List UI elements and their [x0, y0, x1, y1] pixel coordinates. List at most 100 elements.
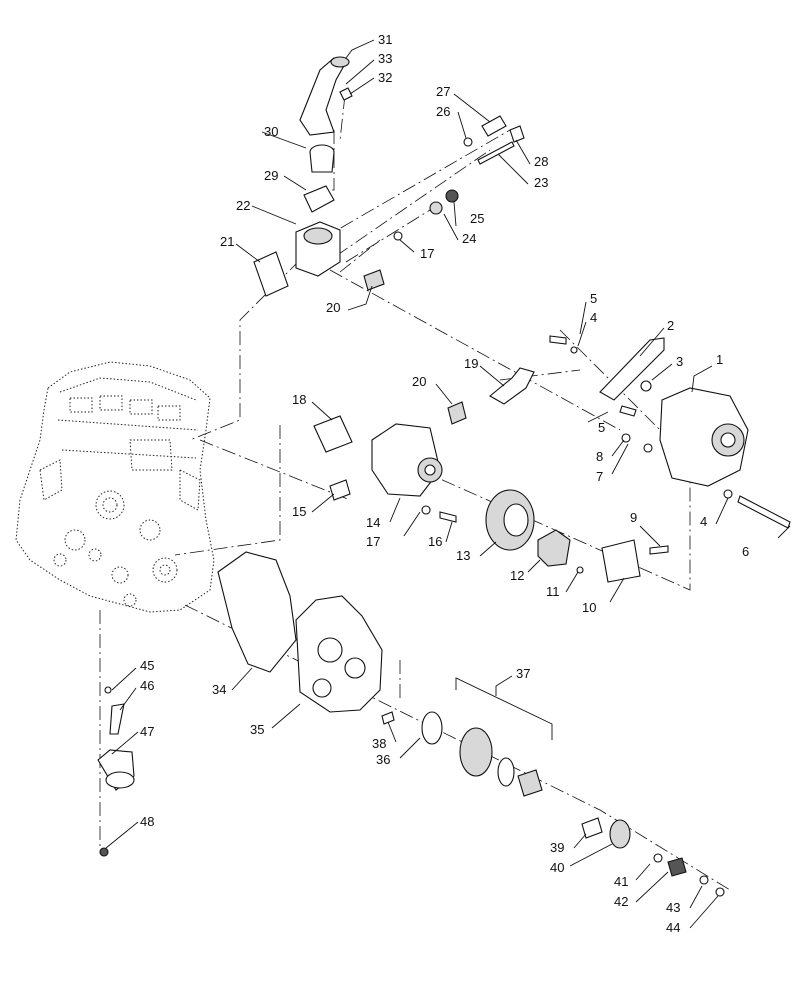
callout-39: 39 [550, 840, 564, 855]
nut-25 [445, 189, 459, 203]
callout-19: 19 [464, 356, 478, 371]
plug-33 [339, 87, 353, 101]
callout-22: 22 [236, 198, 250, 213]
fitting-20-top [363, 269, 385, 291]
bolt-6 [737, 495, 791, 529]
callout-36: 36 [376, 752, 390, 767]
callout-17: 17 [366, 534, 380, 549]
callout-27: 27 [436, 84, 450, 99]
gasket-21 [253, 251, 289, 297]
callout-20-mid: 20 [412, 374, 426, 389]
gasket-18 [313, 415, 353, 453]
callout-10: 10 [582, 600, 596, 615]
callout-16: 16 [428, 534, 442, 549]
clip-44 [715, 887, 725, 897]
callout-45: 45 [140, 658, 154, 673]
screw-11 [576, 566, 584, 574]
callout-33: 33 [378, 51, 392, 66]
washer-41 [653, 853, 663, 863]
water-pump-parts [313, 367, 669, 583]
bolt-5-top [549, 335, 567, 345]
disc-40 [609, 819, 631, 849]
callout-24: 24 [462, 231, 476, 246]
callout-46: 46 [140, 678, 154, 693]
callout-34: 34 [212, 682, 226, 697]
fitting-20-mid [447, 401, 467, 425]
gasket-29 [303, 185, 335, 213]
nut-7 [643, 443, 653, 453]
callout-30: 30 [264, 124, 278, 139]
callout-17-top: 17 [420, 246, 434, 261]
callout-4-top: 4 [590, 310, 597, 325]
callout-41: 41 [614, 874, 628, 889]
washer-4-top [570, 346, 578, 354]
oil-seal-36 [421, 711, 443, 745]
callout-48: 48 [140, 814, 154, 829]
callout-23: 23 [534, 175, 548, 190]
callout-labels: 1 2 3 4 5 5 8 7 4 6 9 10 11 12 13 14 17 … [140, 32, 749, 935]
callout-13: 13 [456, 548, 470, 563]
oil-level-parts [97, 686, 135, 857]
callout-3: 3 [676, 354, 683, 369]
thermostat-parts [253, 56, 525, 297]
callout-44: 44 [666, 920, 680, 935]
callout-12: 12 [510, 568, 524, 583]
alternator-1 [659, 387, 749, 487]
callout-7: 7 [596, 469, 603, 484]
washer-24 [429, 201, 443, 215]
callout-29: 29 [264, 168, 278, 183]
fan-hub-12 [537, 529, 571, 567]
callout-38: 38 [372, 736, 386, 751]
leader-lines [105, 39, 791, 929]
nipple-15 [329, 479, 351, 501]
plug-48 [99, 847, 109, 857]
alternator-parts [549, 335, 791, 529]
bolt-9 [649, 545, 669, 555]
callout-40: 40 [550, 860, 564, 875]
callout-47: 47 [140, 724, 154, 739]
crank-pulley-37 [459, 727, 493, 777]
callout-26: 26 [436, 104, 450, 119]
callout-14: 14 [366, 515, 380, 530]
washer-3 [640, 380, 652, 392]
hose-19 [489, 367, 535, 405]
callout-37-bracket [455, 677, 553, 740]
assembly-lines [99, 94, 731, 891]
callout-5: 5 [598, 420, 605, 435]
ring-45 [104, 686, 112, 694]
washer-4 [723, 489, 733, 499]
water-outlet-pipe [299, 57, 347, 136]
washer-43 [699, 875, 709, 885]
callout-32: 32 [378, 70, 392, 85]
callout-21: 21 [220, 234, 234, 249]
callout-35: 35 [250, 722, 264, 737]
callout-6: 6 [742, 544, 749, 559]
callout-11: 11 [546, 584, 560, 599]
callout-5-top: 5 [590, 291, 597, 306]
stud-23 [477, 141, 515, 165]
callout-8: 8 [596, 449, 603, 464]
bolt-16 [439, 511, 457, 523]
callout-25: 25 [470, 211, 484, 226]
sensor-27 [481, 115, 507, 137]
callout-42: 42 [614, 894, 628, 909]
callout-1: 1 [716, 352, 723, 367]
engine-block [15, 361, 215, 613]
callout-9: 9 [630, 510, 637, 525]
spring-42 [667, 857, 687, 877]
guide-46 [109, 703, 125, 735]
callout-15: 15 [292, 504, 306, 519]
bracket-39 [581, 817, 603, 839]
nut-17 [421, 505, 431, 515]
callout-31: 31 [378, 32, 392, 47]
callout-28: 28 [534, 154, 548, 169]
callout-18: 18 [292, 392, 306, 407]
bolt-38 [381, 711, 395, 725]
nut-17-top [393, 231, 403, 241]
strap-2 [599, 337, 665, 401]
bolt-5 [619, 405, 637, 417]
washer-26 [463, 137, 473, 147]
front-cover-parts [217, 551, 725, 897]
callout-2: 2 [667, 318, 674, 333]
